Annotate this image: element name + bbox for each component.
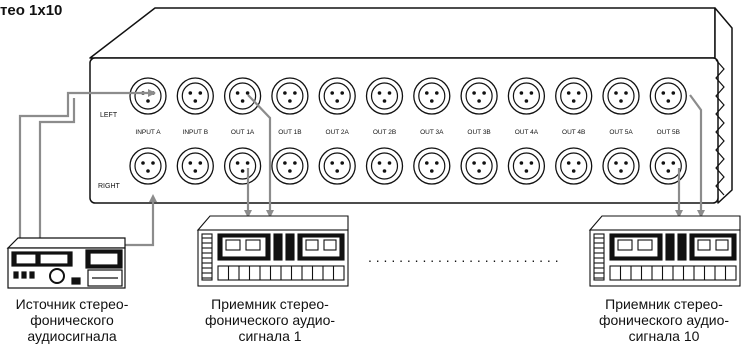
source-device <box>6 237 126 289</box>
xlr-connector-right-2 <box>176 147 214 185</box>
arrow-rec10-b <box>697 210 705 218</box>
caption-receiver-10: Приемник стерео-фонического аудио-сигнал… <box>598 296 730 344</box>
xlr-connector-right-1 <box>129 147 167 185</box>
xlr-connector-left-5 <box>318 77 356 115</box>
xlr-connector-left-7 <box>413 77 451 115</box>
xlr-connector-left-12 <box>649 77 687 115</box>
xlr-connector-left-4 <box>271 77 309 115</box>
port-label: OUT 1A <box>231 129 255 136</box>
cable-out5b-left <box>689 94 703 212</box>
port-label: OUT 3B <box>467 129 490 136</box>
xlr-connector-right-11 <box>602 147 640 185</box>
xlr-connector-right-6 <box>365 147 404 185</box>
row-label-left: LEFT <box>100 112 118 119</box>
row-label-right: RIGHT <box>98 183 121 190</box>
xlr-connector-left-8 <box>460 77 498 115</box>
ellipsis: . . . . . . . . . . . . . . . . . . . . … <box>368 249 559 265</box>
xlr-connector-left-9 <box>507 77 546 115</box>
arrow-source-right-in <box>149 194 157 202</box>
cable-source-left <box>18 91 148 242</box>
cable-arrows <box>148 89 705 218</box>
xlr-connector-left-2 <box>176 77 214 115</box>
caption-receiver-1: Приемник стерео-фонического аудио-сигнал… <box>204 296 336 344</box>
xlr-connector-right-7 <box>413 147 451 185</box>
port-label: OUT 2A <box>326 129 350 136</box>
xlr-connector-left-6 <box>365 77 404 115</box>
xlr-connector-left-10 <box>555 77 593 115</box>
xlr-connector-right-5 <box>318 147 356 185</box>
arrow-rec1-a <box>244 210 252 218</box>
connector-row-left <box>129 77 687 115</box>
port-label: OUT 3A <box>420 129 444 136</box>
cable-source-right <box>38 98 76 242</box>
xlr-connector-right-12 <box>649 147 687 185</box>
port-label-row: INPUT A INPUT B OUT 1A OUT 1B OUT 2A OUT 2B OU… <box>135 129 680 136</box>
arrow-rec10-a <box>675 210 683 218</box>
chassis-top <box>89 7 716 59</box>
receiver-device-10 <box>588 215 741 287</box>
xlr-connector-right-8 <box>460 147 498 185</box>
cable-out1a-left <box>247 94 272 212</box>
xlr-connector-right-4 <box>271 147 309 185</box>
chassis-break-edge <box>715 59 725 196</box>
port-label: OUT 5A <box>609 129 633 136</box>
receiver-device-1 <box>196 215 349 287</box>
cables <box>18 91 703 247</box>
receivers <box>196 215 741 287</box>
port-label: OUT 1B <box>278 129 301 136</box>
xlr-connector-right-9 <box>507 147 546 185</box>
port-label: OUT 4A <box>515 129 539 136</box>
arrow-source-left <box>148 89 156 97</box>
port-label: INPUT A <box>135 129 161 136</box>
xlr-connector-right-3 <box>223 147 262 185</box>
cable-source-right-in <box>125 200 155 247</box>
connector-row-right <box>129 147 687 185</box>
port-label: OUT 4B <box>562 129 585 136</box>
xlr-connector-left-11 <box>602 77 640 115</box>
xlr-connector-left-3 <box>223 77 262 115</box>
diagram-title: тео 1x10 <box>0 2 63 19</box>
port-label: INPUT B <box>183 129 209 136</box>
arrow-rec1-b <box>266 210 274 218</box>
xlr-connector-right-10 <box>555 147 593 185</box>
port-label: OUT 5B <box>657 129 680 136</box>
port-label: OUT 2B <box>373 129 396 136</box>
